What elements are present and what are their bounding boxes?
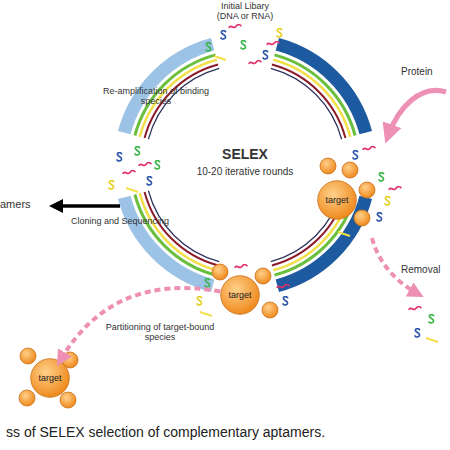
oligo — [155, 161, 160, 169]
target-circle: target — [317, 180, 357, 220]
target-molecule — [255, 268, 271, 284]
target-molecule — [262, 302, 278, 318]
oligo — [135, 147, 140, 155]
oligo — [363, 147, 375, 150]
oligo — [241, 41, 246, 49]
oligo-cluster — [409, 307, 438, 342]
oligo — [277, 285, 289, 288]
node-text: target — [30, 373, 70, 383]
oligo — [429, 315, 434, 323]
output-label: amers — [0, 198, 50, 211]
station-label: Cloning and Sequencing — [60, 216, 180, 226]
oligo — [235, 265, 247, 268]
output-arrow — [56, 204, 120, 208]
target-molecule — [342, 162, 358, 178]
station-label: Removal — [401, 264, 450, 276]
oligo — [377, 213, 382, 221]
oligo — [415, 329, 420, 337]
circle-shape — [318, 181, 357, 220]
target-molecule — [212, 264, 228, 280]
oligo — [283, 297, 288, 305]
oligo — [277, 29, 282, 37]
station-label: Partitioning of target-bound species — [104, 322, 216, 343]
oligo-cluster — [197, 264, 289, 318]
circle-shape — [31, 359, 70, 398]
oligo — [409, 307, 421, 310]
oligo — [426, 338, 438, 342]
target-molecule — [19, 390, 35, 406]
station-label: Initial Libary (DNA or RNA) — [209, 1, 281, 22]
node-text: target — [317, 195, 357, 205]
circle-shape — [221, 276, 260, 315]
oligo — [214, 56, 226, 60]
ring-line — [131, 51, 359, 279]
station-label: Protein — [401, 66, 449, 78]
oligo — [385, 197, 390, 205]
oligo — [249, 61, 261, 64]
dashed-arrow — [60, 288, 220, 361]
oligo — [229, 25, 241, 28]
oligo — [221, 31, 226, 39]
target-molecule — [359, 182, 375, 198]
oligo — [263, 51, 268, 59]
oligo-cluster — [206, 25, 282, 64]
oligo — [117, 153, 122, 161]
oligo — [139, 163, 151, 166]
node-text: target — [220, 290, 260, 300]
ring-band — [120, 40, 370, 290]
protein-arrow — [388, 90, 446, 136]
oligo — [353, 151, 358, 159]
selex-ring — [120, 40, 370, 290]
cycle-subtitle: 10-20 iterative rounds — [175, 166, 315, 178]
target-molecule — [60, 392, 76, 408]
oligo — [267, 42, 279, 45]
target-circle: target — [30, 358, 70, 398]
ring-band — [120, 40, 370, 290]
oligo — [206, 43, 211, 51]
target-molecule — [354, 210, 370, 226]
figure-caption: ss of SELEX selection of complementary a… — [6, 424, 446, 440]
oligo — [379, 173, 384, 181]
oligo — [197, 297, 202, 305]
oligo — [389, 187, 401, 190]
target-molecule — [320, 158, 336, 174]
oligo — [126, 188, 138, 192]
target-circle: target — [220, 275, 260, 315]
target-cluster — [19, 348, 78, 408]
oligo — [200, 312, 212, 316]
cycle-title: SELEX — [185, 146, 305, 162]
oligo — [109, 181, 114, 189]
oligo-cluster — [109, 147, 160, 192]
station-label: Re-amplification of binding species — [96, 86, 216, 107]
oligo — [338, 232, 350, 236]
target-molecule — [20, 348, 36, 364]
oligo — [205, 279, 210, 287]
oligo — [147, 177, 152, 185]
oligo — [123, 171, 135, 174]
